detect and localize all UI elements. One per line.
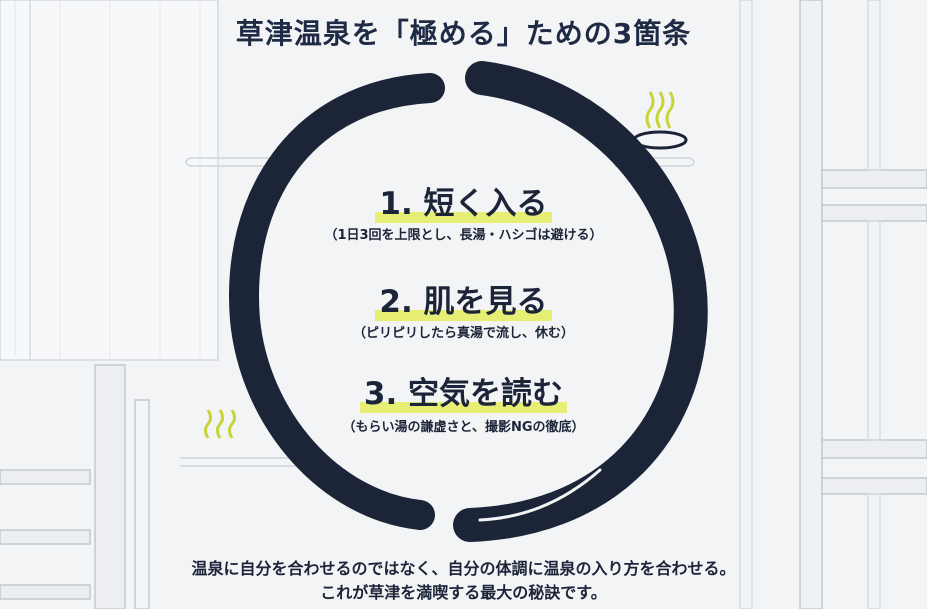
cloud-swirl-bottom xyxy=(180,457,300,467)
rule-1-subtext: （1日3回を上限とし、長湯・ハシゴは避ける） xyxy=(324,228,603,243)
rule-3-subtext: （もらい湯の謙虚さと、撮影NGの徹底） xyxy=(342,420,585,435)
hot-spring-icon xyxy=(632,91,688,150)
steam-icon xyxy=(204,409,236,439)
wood-slats-left xyxy=(0,364,150,609)
footer-line-2: これが草津を満喫する最大の秘訣です。 xyxy=(320,583,607,602)
rule-3-heading: 3. 空気を読む xyxy=(0,368,927,413)
rule-2-heading: 2. 肌を見る xyxy=(0,276,927,321)
page-title: 草津温泉を「極める」ための3箇条 xyxy=(235,17,692,50)
wood-slats-right xyxy=(739,0,927,609)
footer-line-1: 温泉に自分を合わせるのではなく、自分の体調に温泉の入り方を合わせる。 xyxy=(191,559,736,578)
enso-brush-circle xyxy=(229,61,708,542)
rule-2-subtext: （ピリピリしたら真湯で流し、休む） xyxy=(352,326,574,341)
noren-curtain xyxy=(0,0,219,361)
rule-1-heading: 1. 短く入る xyxy=(0,178,927,223)
